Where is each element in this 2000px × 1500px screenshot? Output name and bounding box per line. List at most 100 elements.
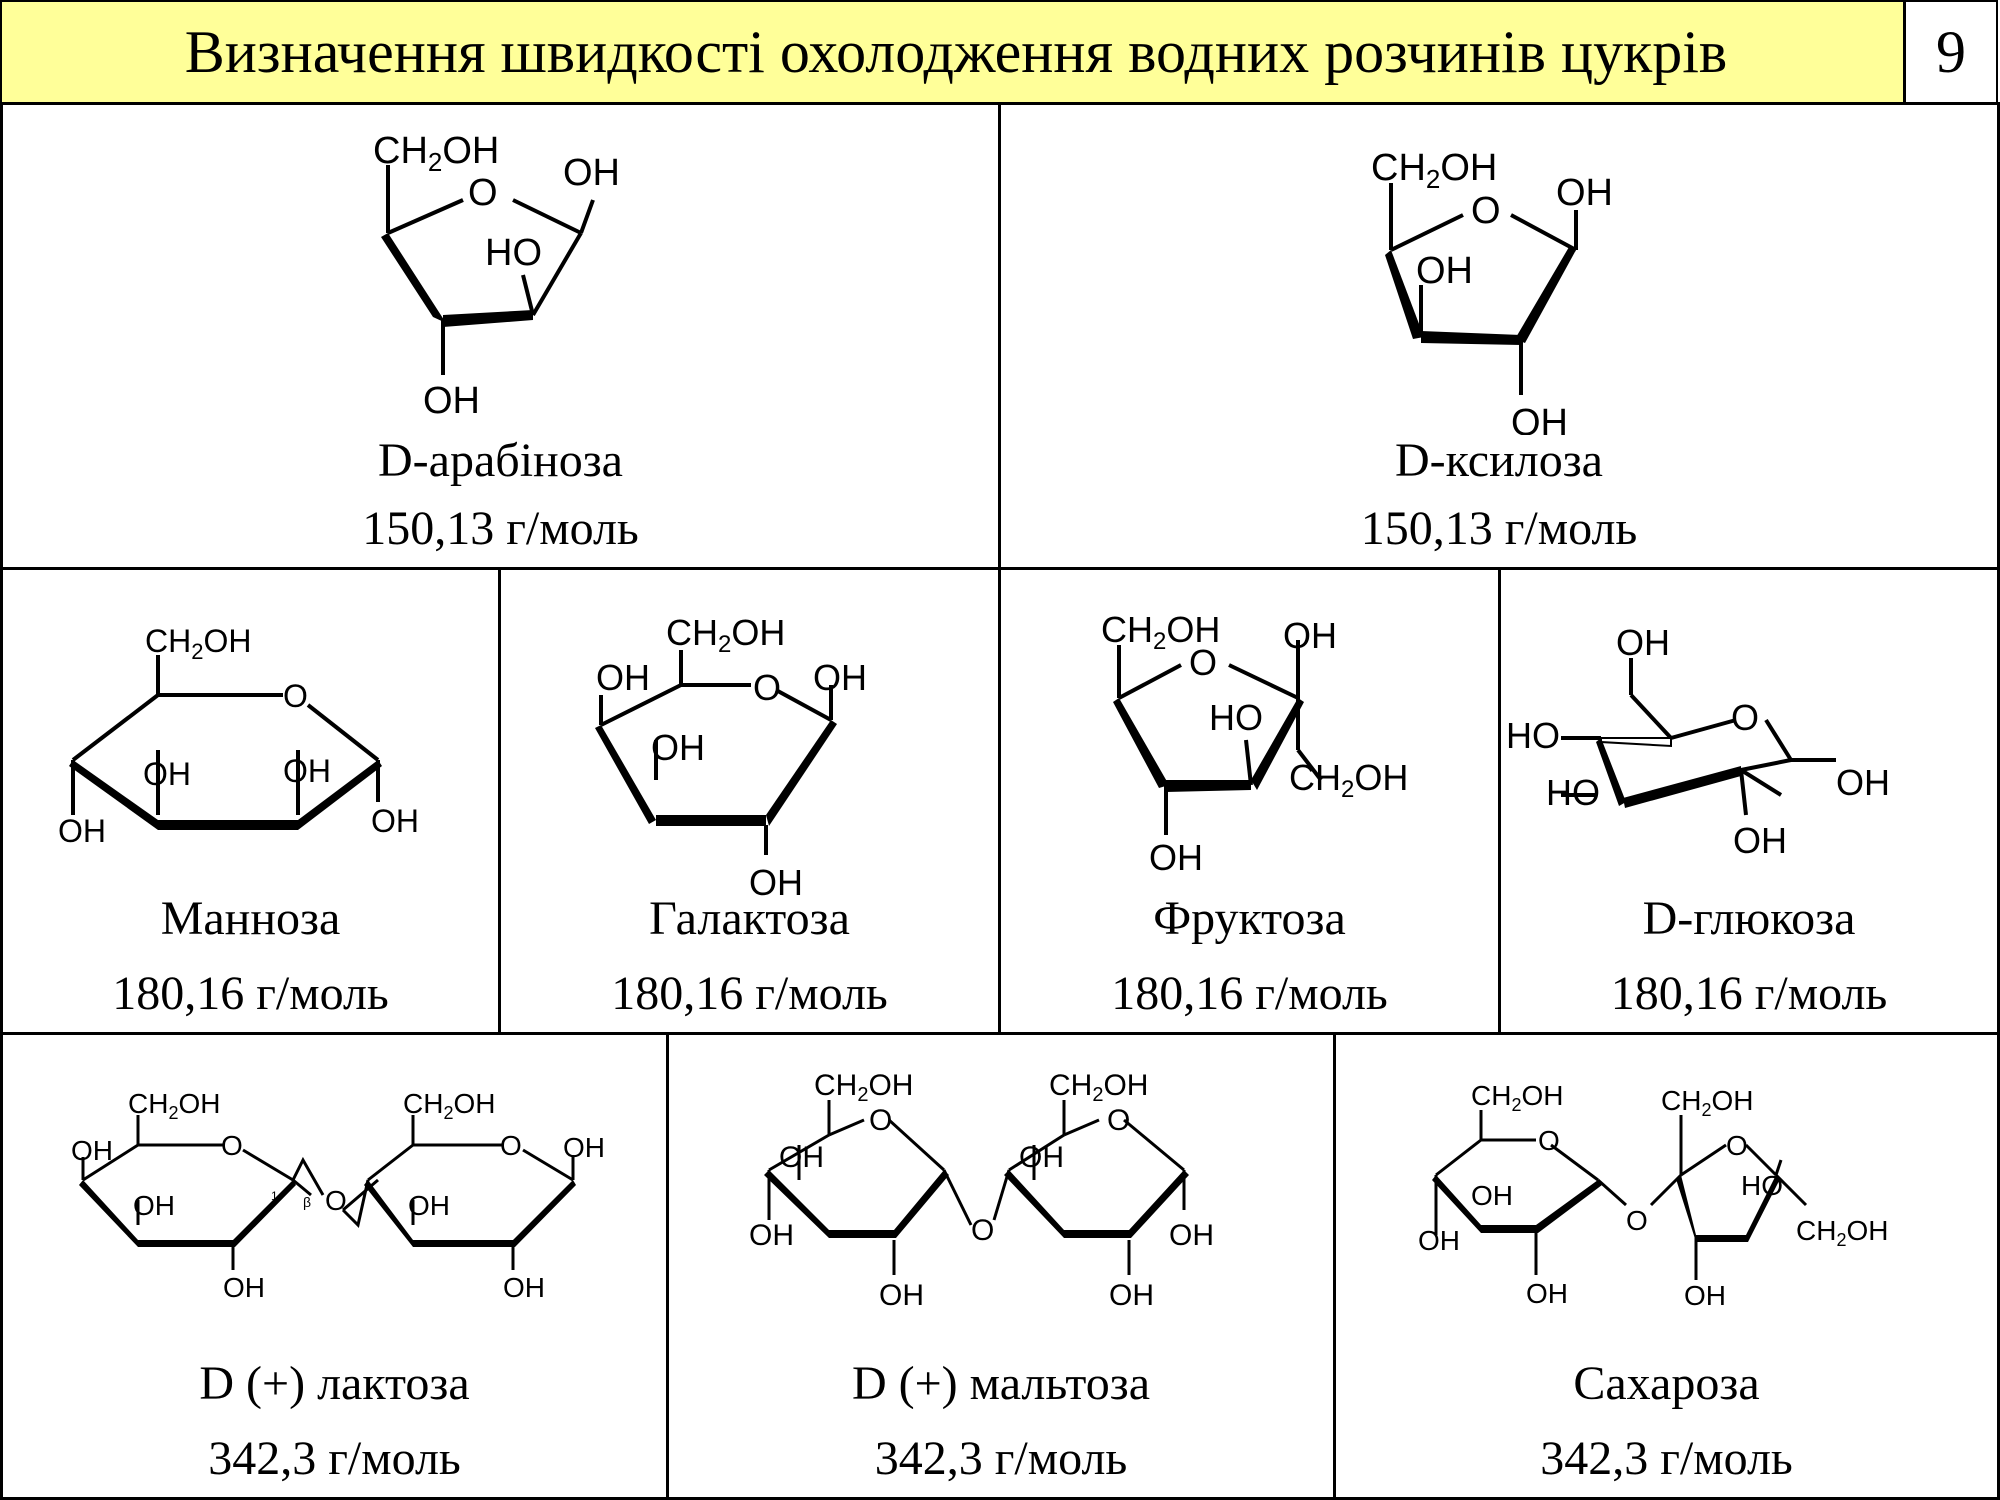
- svg-text:OH: OH: [1416, 250, 1473, 292]
- svg-text:OH: OH: [651, 727, 705, 768]
- molar-mass: 150,13 г/моль: [1360, 502, 1638, 555]
- d-arabinose-structure-icon: CH2OH O OH HO OH: [373, 130, 620, 422]
- svg-text:OH: OH: [1418, 1225, 1460, 1256]
- svg-text:OH: OH: [71, 1135, 113, 1166]
- svg-text:O: O: [753, 667, 781, 708]
- svg-text:OH: OH: [1733, 820, 1787, 861]
- molar-mass: 180,16 г/моль: [112, 967, 389, 1020]
- molar-mass: 342,3 г/моль: [1540, 1432, 1793, 1485]
- sugar-name: Сахароза: [1573, 1357, 1760, 1410]
- sugar-name: Манноза: [160, 892, 341, 945]
- svg-text:CH2OH: CH2OH: [1289, 757, 1408, 803]
- svg-text:OH: OH: [1556, 172, 1613, 214]
- page-number: 9: [1903, 2, 1996, 102]
- svg-text:O: O: [1471, 190, 1501, 232]
- molar-mass: 342,3 г/моль: [208, 1432, 461, 1485]
- svg-text:CH2OH: CH2OH: [666, 612, 785, 658]
- svg-text:O: O: [500, 1130, 522, 1161]
- svg-text:CH2OH: CH2OH: [814, 1069, 913, 1106]
- svg-text:OH: OH: [503, 1272, 545, 1303]
- svg-text:O: O: [1538, 1125, 1560, 1156]
- svg-text:O: O: [283, 678, 308, 714]
- cell-d-glucose: OH O HO HO OH OH D-глюкоза 180,16 г/моль: [1498, 567, 2000, 1035]
- sugar-name: D-ксилоза: [1395, 434, 1603, 487]
- svg-text:OH: OH: [1283, 615, 1337, 656]
- svg-text:OH: OH: [58, 813, 106, 849]
- svg-text:HO: HO: [1546, 772, 1600, 813]
- svg-text:OH: OH: [423, 380, 480, 422]
- svg-text:OH: OH: [779, 1141, 824, 1174]
- svg-text:OH: OH: [1169, 1219, 1214, 1252]
- molar-mass: 180,16 г/моль: [1610, 967, 1888, 1020]
- svg-text:HO: HO: [485, 232, 542, 274]
- slide-title: Визначення швидкості охолодження водних …: [184, 18, 1728, 85]
- svg-text:O: O: [1189, 642, 1217, 683]
- svg-text:OH: OH: [1526, 1278, 1568, 1309]
- svg-text:OH: OH: [563, 152, 620, 194]
- sugar-name: D-глюкоза: [1642, 892, 1856, 945]
- molar-mass: 342,3 г/моль: [874, 1432, 1128, 1485]
- svg-text:O: O: [1726, 1130, 1748, 1161]
- cell-d-xylose: CH2OH O OH OH OH D-ксилоза 150,13 г/моль: [998, 102, 2000, 570]
- cell-mannose: CH2OH O OH OH OH OH Манноза 180,16 г/мол…: [0, 567, 501, 1035]
- sugar-name: Фруктоза: [1153, 892, 1346, 945]
- svg-text:CH2OH: CH2OH: [128, 1088, 220, 1123]
- svg-text:OH: OH: [1149, 837, 1203, 878]
- molar-mass: 180,16 г/моль: [1111, 967, 1388, 1020]
- cell-galactose: CH2OH O OH OH OH OH Галактоза 180,16 г/м…: [498, 567, 1001, 1035]
- d-lactose-structure-icon: CH2OH O OH OH OH O CH2OH O OH OH OH β 1: [71, 1088, 605, 1303]
- sugar-name: D-арабіноза: [378, 434, 623, 487]
- svg-text:OH: OH: [1684, 1280, 1726, 1311]
- svg-text:O: O: [221, 1130, 243, 1161]
- svg-text:OH: OH: [1616, 622, 1670, 663]
- svg-text:OH: OH: [408, 1190, 450, 1221]
- svg-text:OH: OH: [143, 756, 191, 792]
- cell-d-lactose: CH2OH O OH OH OH O CH2OH O OH OH OH β 1 …: [0, 1032, 669, 1500]
- sugar-name: D (+) лактоза: [199, 1357, 470, 1410]
- svg-text:OH: OH: [223, 1272, 265, 1303]
- svg-text:HO: HO: [1209, 697, 1263, 738]
- svg-text:OH: OH: [1836, 762, 1890, 803]
- fructose-structure-icon: CH2OH O OH HO CH2OH OH: [1101, 609, 1408, 878]
- svg-text:β: β: [303, 1194, 311, 1210]
- svg-text:OH: OH: [133, 1190, 175, 1221]
- molar-mass: 180,16 г/моль: [611, 967, 888, 1020]
- svg-text:OH: OH: [1109, 1279, 1154, 1312]
- d-maltose-structure-icon: CH2OH O OH OH OH O CH2OH O OH OH OH: [749, 1069, 1214, 1312]
- cell-fructose: CH2OH O OH HO CH2OH OH Фруктоза 180,16 г…: [998, 567, 1501, 1035]
- svg-text:CH2OH: CH2OH: [1471, 1080, 1563, 1115]
- svg-text:CH2OH: CH2OH: [1371, 147, 1497, 194]
- cell-d-arabinose: CH2OH O OH HO OH D-арабіноза 150,13 г/мо…: [0, 102, 1001, 570]
- title-bar: Визначення швидкості охолодження водних …: [0, 0, 1998, 104]
- sugar-name: Галактоза: [649, 892, 850, 945]
- svg-text:OH: OH: [813, 657, 867, 698]
- molar-mass: 150,13 г/моль: [362, 502, 639, 555]
- cell-sucrose: CH2OH O OH OH OH O CH2OH O HO CH2OH OH С…: [1333, 1032, 2000, 1500]
- svg-text:OH: OH: [879, 1279, 924, 1312]
- svg-text:OH: OH: [1019, 1141, 1064, 1174]
- cell-d-maltose: CH2OH O OH OH OH O CH2OH O OH OH OH D (+…: [666, 1032, 1336, 1500]
- svg-text:O: O: [971, 1214, 994, 1247]
- svg-text:HO: HO: [1506, 715, 1560, 756]
- d-glucose-structure-icon: OH O HO HO OH OH: [1506, 622, 1890, 861]
- svg-text:O: O: [325, 1185, 347, 1216]
- svg-text:OH: OH: [1511, 402, 1568, 435]
- sugar-name: D (+) мальтоза: [851, 1357, 1151, 1410]
- svg-text:O: O: [1626, 1205, 1648, 1236]
- svg-text:OH: OH: [283, 753, 331, 789]
- svg-text:CH2OH: CH2OH: [403, 1088, 495, 1123]
- svg-text:CH2OH: CH2OH: [1101, 609, 1220, 655]
- svg-text:OH: OH: [1471, 1180, 1513, 1211]
- svg-text:O: O: [869, 1104, 892, 1137]
- svg-text:CH2OH: CH2OH: [373, 130, 499, 177]
- svg-text:CH2OH: CH2OH: [1049, 1069, 1148, 1106]
- d-xylose-structure-icon: CH2OH O OH OH OH: [1371, 147, 1613, 435]
- svg-text:O: O: [1731, 697, 1759, 738]
- sucrose-structure-icon: CH2OH O OH OH OH O CH2OH O HO CH2OH OH: [1418, 1080, 1888, 1311]
- svg-text:CH2OH: CH2OH: [1661, 1085, 1753, 1120]
- svg-text:CH2OH: CH2OH: [1796, 1215, 1888, 1250]
- svg-text:OH: OH: [596, 657, 650, 698]
- svg-text:O: O: [468, 172, 498, 214]
- svg-text:OH: OH: [371, 803, 419, 839]
